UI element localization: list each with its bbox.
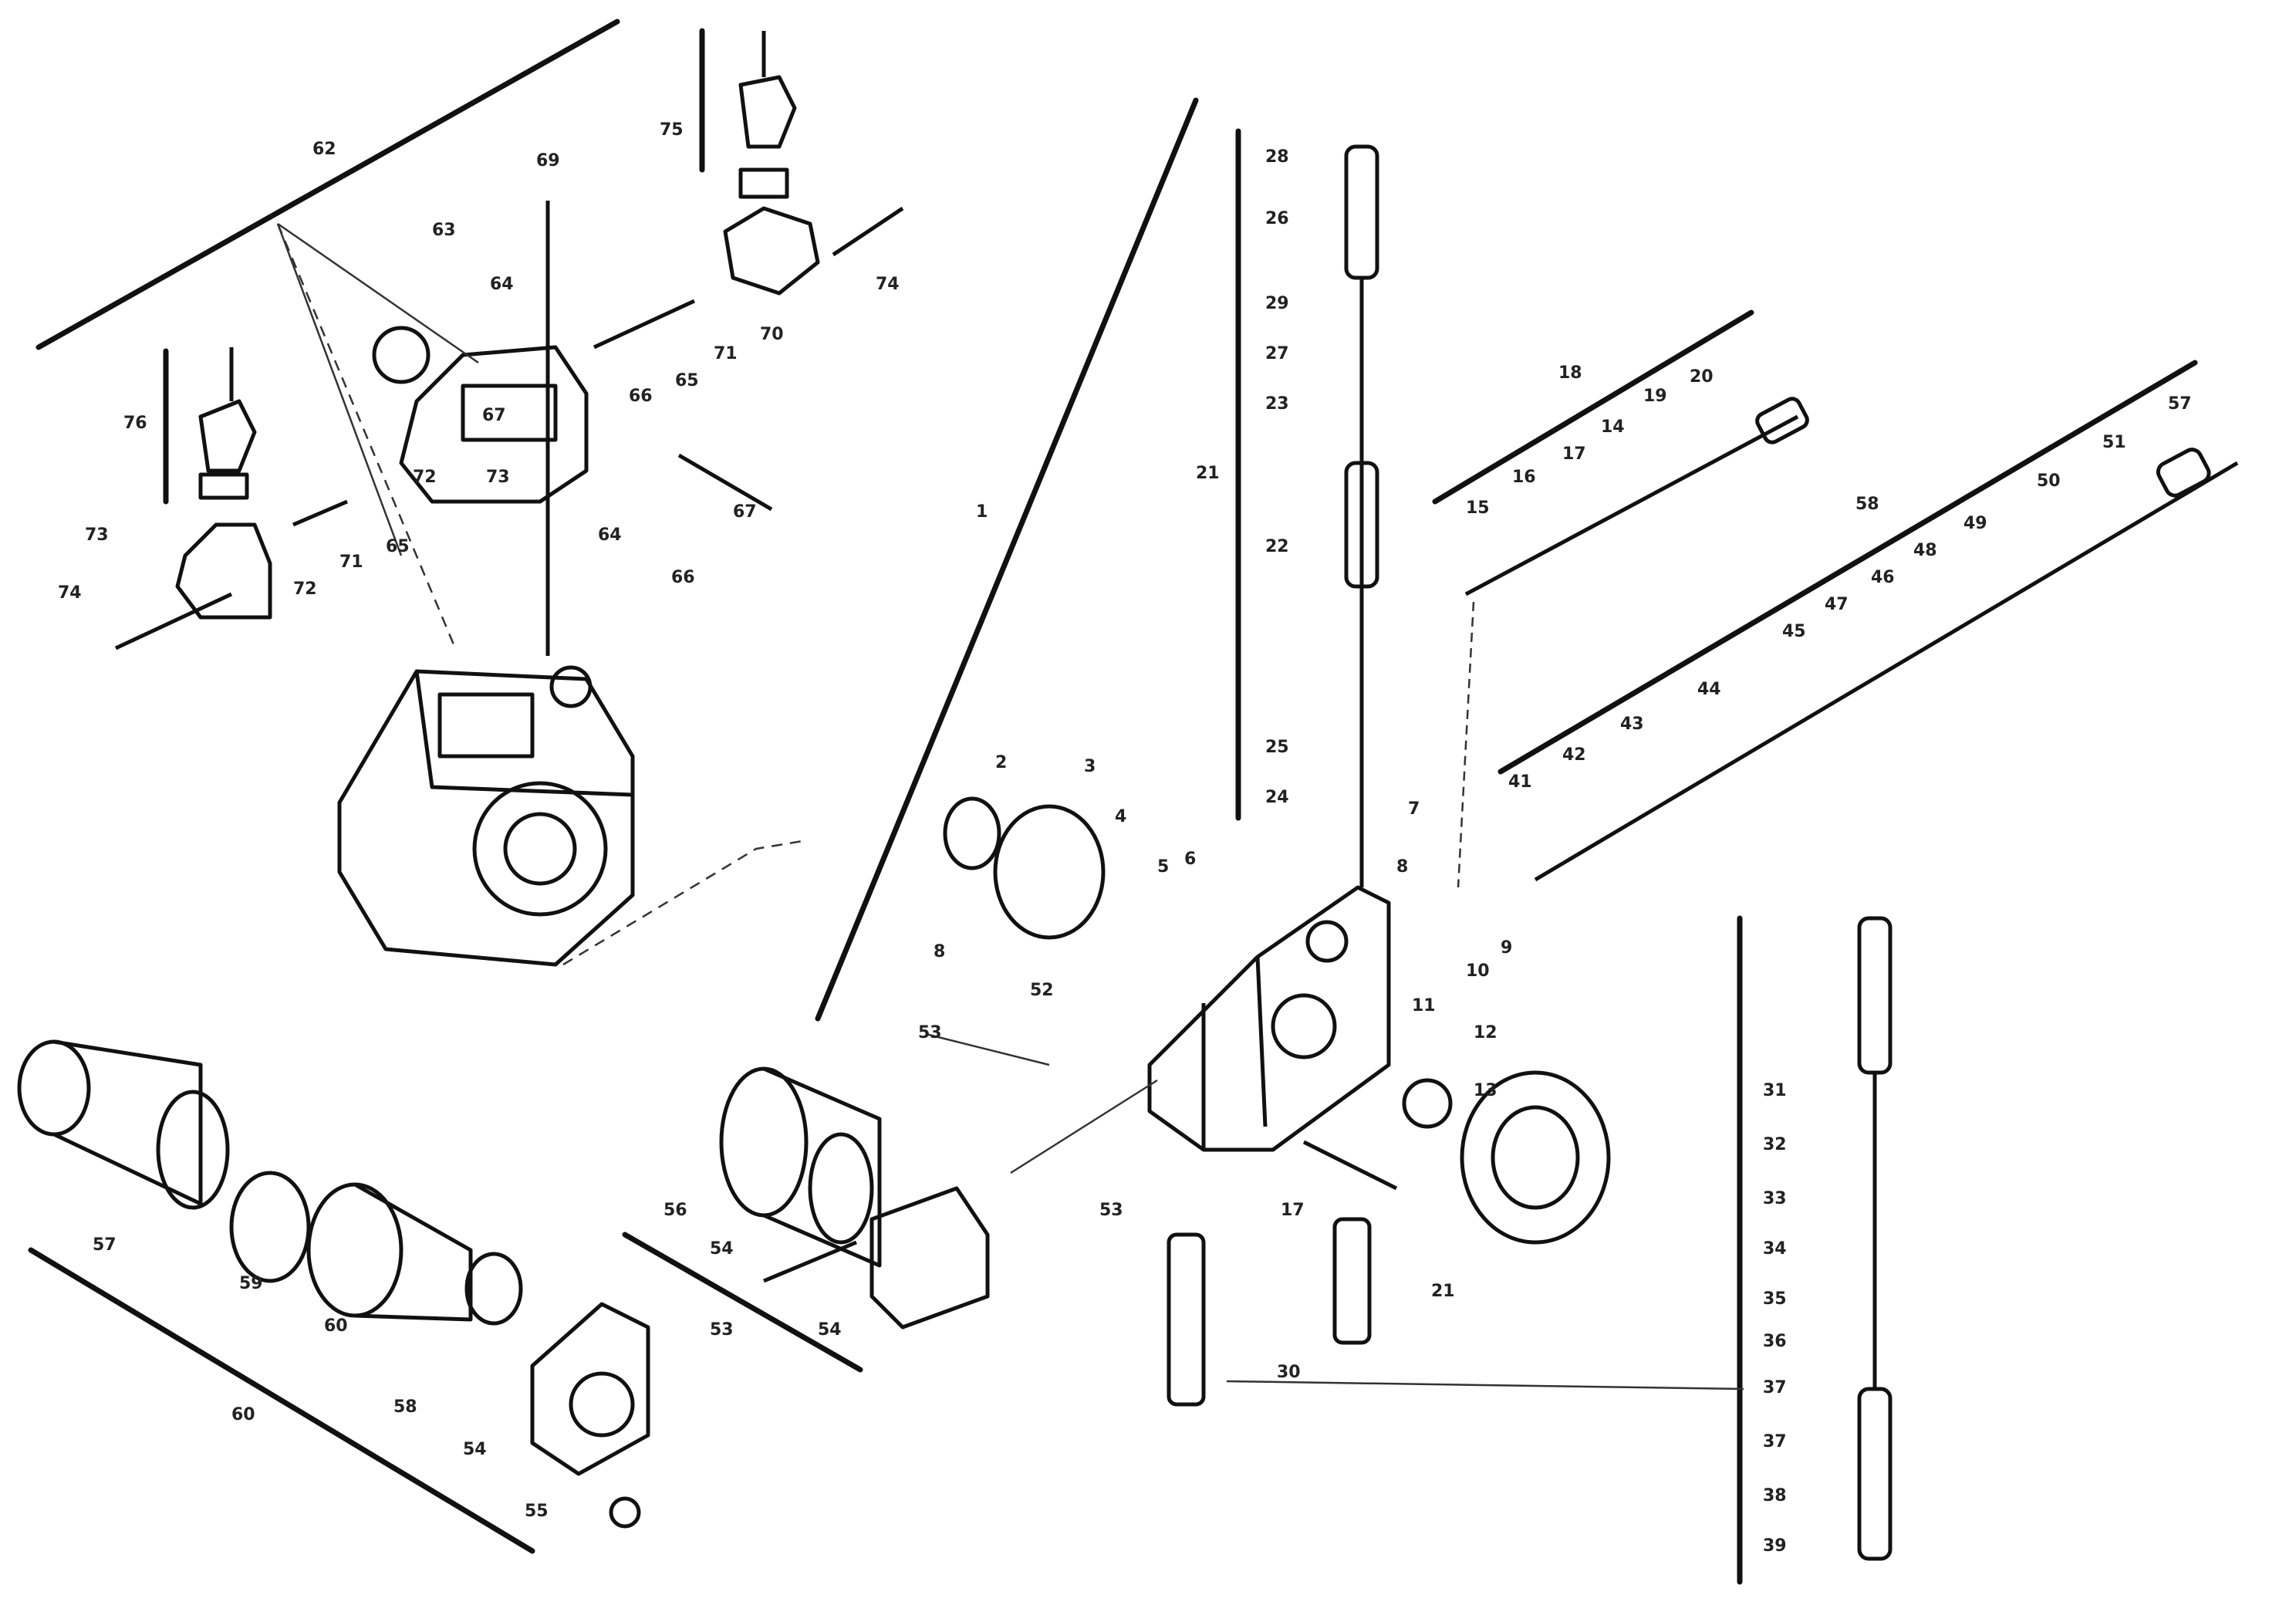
label-9: 9 [1501, 938, 1512, 958]
label-20: 20 [1690, 367, 1714, 387]
label-30: 30 [1277, 1363, 1301, 1382]
label-34: 34 [1763, 1239, 1787, 1259]
pump-assembly [114, 31, 904, 967]
label-11: 11 [1412, 996, 1436, 1015]
label-66: 66 [629, 387, 653, 406]
label-71b: 71 [339, 552, 363, 572]
label-19: 19 [1643, 387, 1667, 406]
label-46: 46 [1871, 568, 1895, 587]
label-65b: 65 [386, 537, 410, 556]
label-42: 42 [1562, 745, 1586, 765]
label-21b: 21 [1431, 1282, 1455, 1301]
label-24: 24 [1265, 788, 1289, 807]
label-10: 10 [1466, 961, 1490, 981]
label-48: 48 [1913, 541, 1937, 560]
label-27: 27 [1265, 344, 1289, 363]
label-54: 54 [710, 1239, 734, 1259]
label-15: 15 [1466, 498, 1490, 518]
label-26: 26 [1265, 209, 1289, 228]
label-70: 70 [760, 325, 784, 344]
label-35: 35 [1763, 1289, 1787, 1309]
group-bars [28, 19, 2198, 1585]
label-17b: 17 [1281, 1201, 1305, 1220]
label-47: 47 [1825, 595, 1849, 614]
label-64: 64 [490, 275, 514, 294]
label-72: 72 [413, 468, 437, 487]
label-60: 60 [324, 1316, 348, 1336]
label-57b: 57 [93, 1235, 116, 1255]
label-65: 65 [675, 371, 699, 390]
label-71: 71 [714, 344, 738, 363]
label-74b: 74 [58, 583, 82, 603]
label-41: 41 [1508, 772, 1532, 792]
label-17: 17 [1562, 444, 1586, 464]
part-labels: 62 69 63 64 75 74 70 71 65 66 67 67 66 6… [58, 120, 2192, 1556]
label-74: 74 [876, 275, 900, 294]
label-45: 45 [1782, 622, 1806, 641]
label-58: 58 [1855, 495, 1879, 514]
label-32: 32 [1763, 1135, 1787, 1154]
label-13: 13 [1474, 1081, 1497, 1100]
label-67: 67 [482, 406, 506, 425]
label-66b: 66 [671, 568, 695, 587]
label-33: 33 [1763, 1189, 1787, 1208]
label-73: 73 [486, 468, 510, 487]
label-51: 51 [2102, 433, 2126, 452]
label-50: 50 [2037, 471, 2061, 491]
label-22: 22 [1265, 537, 1289, 556]
label-1: 1 [976, 502, 988, 522]
label-23: 23 [1265, 394, 1289, 414]
label-21: 21 [1196, 464, 1220, 483]
label-76: 76 [123, 414, 147, 433]
label-39: 39 [1763, 1536, 1787, 1556]
label-6: 6 [1184, 850, 1196, 869]
label-8b: 8 [934, 942, 945, 961]
label-59: 59 [239, 1274, 263, 1293]
label-31: 31 [1763, 1081, 1787, 1100]
control-valve-block [719, 144, 2239, 1561]
label-16: 16 [1512, 468, 1536, 487]
label-44: 44 [1697, 680, 1721, 699]
label-12: 12 [1474, 1023, 1497, 1042]
label-54c: 54 [463, 1440, 487, 1459]
label-60b: 60 [231, 1405, 255, 1424]
label-37: 37 [1763, 1378, 1787, 1397]
label-69: 69 [536, 151, 560, 171]
label-43: 43 [1620, 715, 1644, 734]
label-14: 14 [1601, 417, 1625, 437]
label-5: 5 [1157, 857, 1169, 877]
label-25: 25 [1265, 738, 1289, 757]
label-49: 49 [1963, 514, 1987, 533]
label-64b: 64 [598, 525, 622, 545]
label-55: 55 [525, 1502, 549, 1521]
label-38: 38 [1763, 1486, 1787, 1505]
label-62: 62 [312, 140, 336, 159]
label-2: 2 [995, 753, 1007, 772]
label-53: 53 [918, 1023, 942, 1042]
label-75: 75 [660, 120, 684, 140]
label-57: 57 [2168, 394, 2192, 414]
label-72b: 72 [293, 580, 317, 599]
label-56: 56 [663, 1201, 687, 1220]
label-53b: 53 [1099, 1201, 1123, 1220]
label-8: 8 [1396, 857, 1408, 877]
filter-assembly [17, 1039, 650, 1529]
label-18: 18 [1558, 363, 1582, 383]
label-73b: 73 [85, 525, 109, 545]
label-28: 28 [1265, 147, 1289, 167]
label-4: 4 [1115, 807, 1126, 826]
label-52: 52 [1030, 981, 1054, 1000]
label-63: 63 [432, 221, 456, 240]
label-53c: 53 [710, 1320, 734, 1340]
label-67b: 67 [733, 502, 757, 522]
label-36: 36 [1763, 1332, 1787, 1351]
label-58b: 58 [393, 1397, 417, 1417]
label-54b: 54 [818, 1320, 842, 1340]
label-37b: 37 [1763, 1432, 1787, 1451]
label-7: 7 [1408, 799, 1420, 819]
label-3: 3 [1084, 757, 1096, 776]
label-29: 29 [1265, 294, 1289, 313]
